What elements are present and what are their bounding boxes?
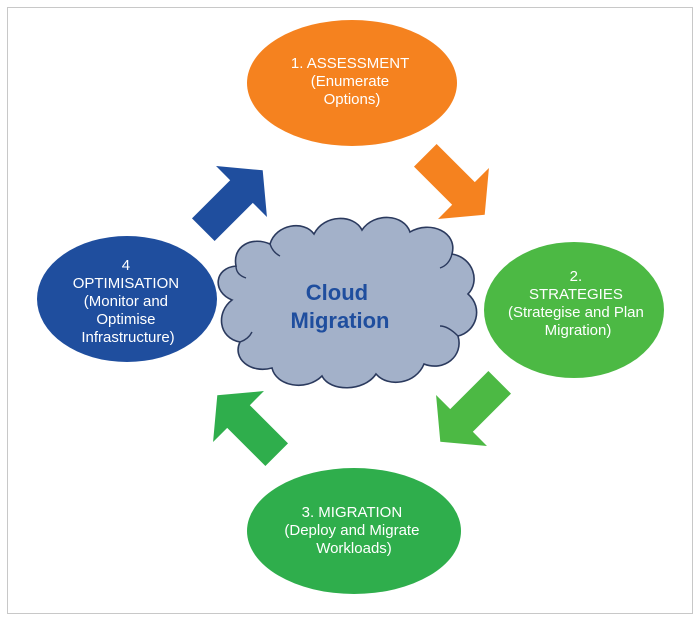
cloud-inner-curve bbox=[235, 243, 459, 343]
arrow-migration-to-optimisation bbox=[213, 391, 289, 467]
cloud-label-line: Migration bbox=[291, 308, 390, 333]
node-migration-line: Workloads) bbox=[316, 540, 392, 557]
node-assessment-line: 1. ASSESSMENT bbox=[291, 55, 409, 72]
arrow-strategies-to-migration bbox=[436, 370, 512, 446]
arrow-assessment-to-strategies-shape bbox=[413, 143, 489, 219]
node-assessment: 1. ASSESSMENT (Enumerate Options) bbox=[247, 20, 457, 146]
arrow-optimisation-to-assessment-shape bbox=[191, 166, 267, 242]
node-optimisation-line: Optimise bbox=[96, 311, 155, 328]
node-strategies-line: 2. bbox=[570, 268, 583, 285]
node-migration-line: 3. MIGRATION bbox=[302, 504, 403, 521]
arrow-migration-to-optimisation-shape bbox=[213, 391, 289, 467]
cloud-label-line: Cloud bbox=[306, 280, 368, 305]
node-optimisation-line: Infrastructure) bbox=[81, 329, 174, 346]
node-migration-line: (Deploy and Migrate bbox=[284, 522, 419, 539]
node-optimisation-line: (Monitor and bbox=[84, 293, 168, 310]
node-strategies-ellipse bbox=[484, 242, 664, 378]
node-migration-label: 3. MIGRATION (Deploy and Migrate Workloa… bbox=[284, 504, 423, 557]
node-strategies-line: (Strategise and Plan bbox=[508, 304, 644, 321]
node-strategies-line: Migration) bbox=[545, 322, 612, 339]
node-optimisation: 4 OPTIMISATION (Monitor and Optimise Inf… bbox=[37, 236, 217, 362]
node-optimisation-ellipse bbox=[37, 236, 217, 362]
node-migration: 3. MIGRATION (Deploy and Migrate Workloa… bbox=[247, 468, 461, 594]
cloud-icon bbox=[217, 216, 478, 389]
cloud-label: Cloud Migration bbox=[291, 280, 390, 333]
arrow-assessment-to-strategies bbox=[413, 143, 489, 219]
node-migration-ellipse bbox=[247, 468, 461, 594]
node-strategies-label: 2. STRATEGIES (Strategise and Plan Migra… bbox=[508, 268, 648, 339]
node-optimisation-line: 4 bbox=[122, 257, 130, 274]
node-assessment-line: (Enumerate bbox=[311, 73, 389, 90]
arrow-strategies-to-migration-shape bbox=[436, 370, 512, 446]
node-assessment-ellipse bbox=[247, 20, 457, 146]
node-assessment-label: 1. ASSESSMENT (Enumerate Options) bbox=[291, 55, 413, 108]
node-optimisation-label: 4 OPTIMISATION (Monitor and Optimise Inf… bbox=[73, 257, 184, 346]
arrow-optimisation-to-assessment bbox=[191, 166, 267, 242]
node-optimisation-line: OPTIMISATION bbox=[73, 275, 179, 292]
node-strategies-line: STRATEGIES bbox=[529, 286, 623, 303]
node-strategies: 2. STRATEGIES (Strategise and Plan Migra… bbox=[484, 242, 664, 378]
node-assessment-line: Options) bbox=[324, 91, 381, 108]
center-cloud: Cloud Migration bbox=[217, 216, 478, 389]
